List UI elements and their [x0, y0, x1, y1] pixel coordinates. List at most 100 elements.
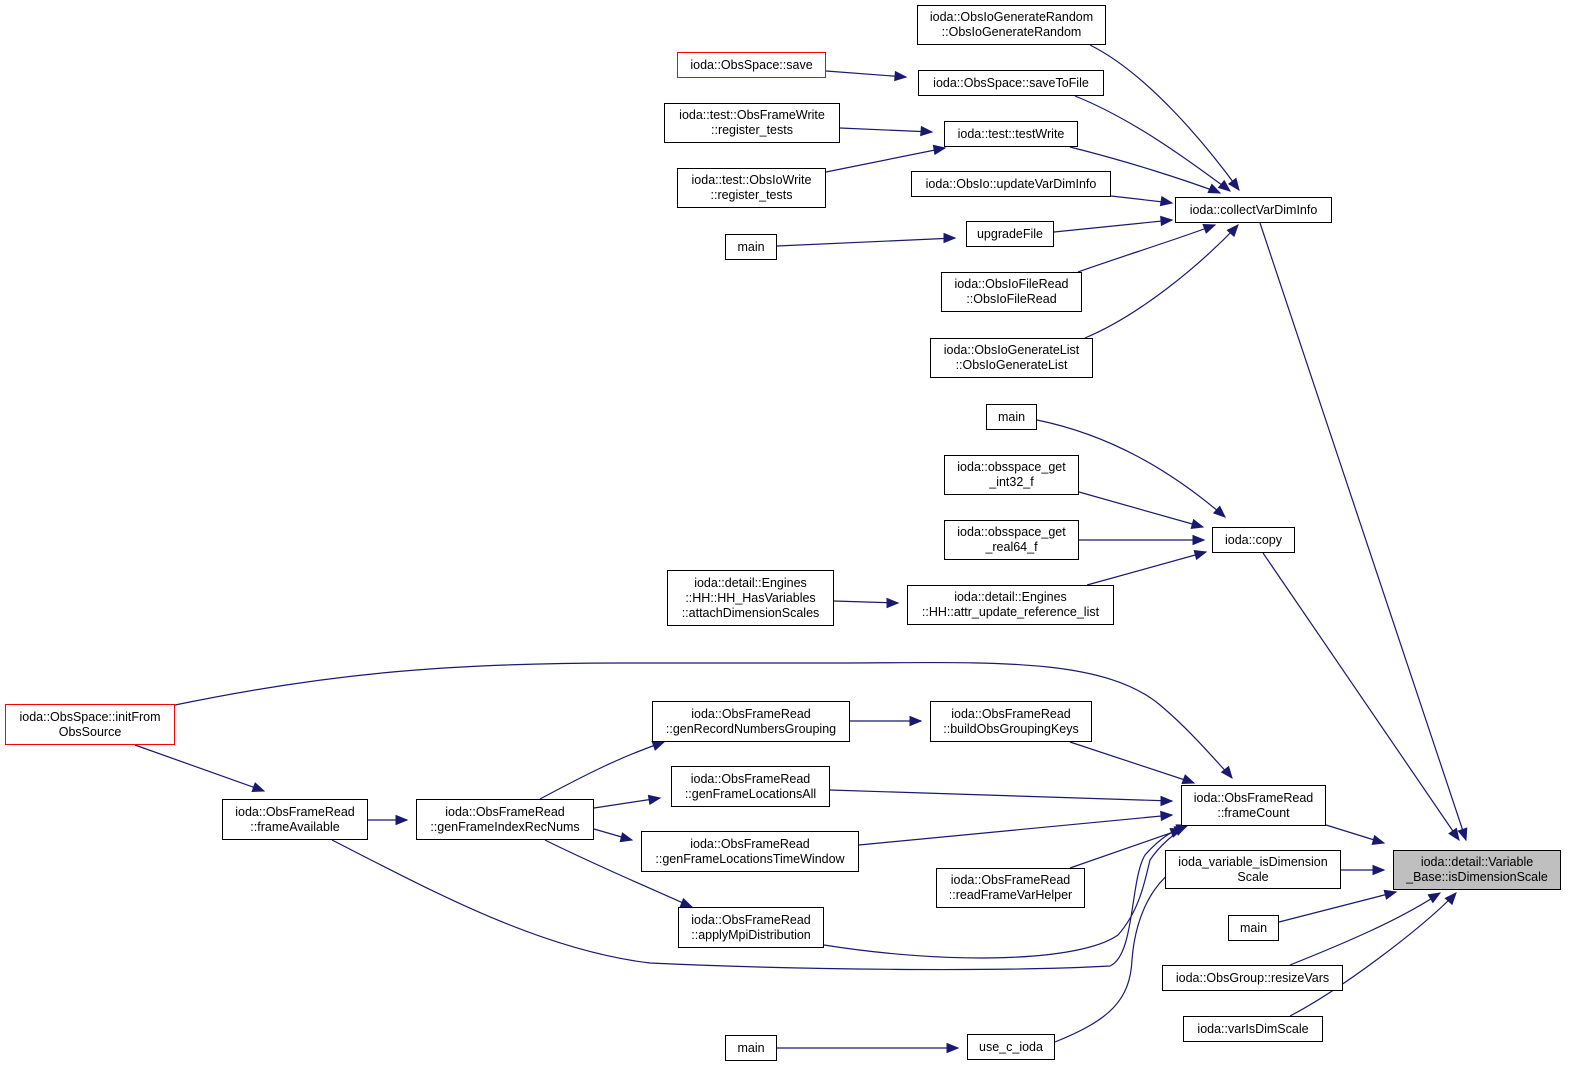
edge-genframeindexrecnums-to-genframelocationsall [593, 794, 662, 809]
node-savetofile[interactable]: ioda::ObsSpace::saveToFile [918, 70, 1104, 96]
edge-obsspace-get-int32-to-copy [1078, 491, 1205, 530]
node-use-c-ioda[interactable]: use_c_ioda [967, 1034, 1055, 1060]
edge-line [1262, 552, 1460, 841]
node-label-line: ::frameCount [1217, 805, 1290, 820]
node-label-line: ioda::copy [1225, 532, 1282, 547]
node-main-cioda[interactable]: main [725, 1035, 777, 1061]
edge-arrowhead-icon [1193, 549, 1208, 561]
node-label-line: ioda::ObsFrameRead [691, 706, 811, 721]
edge-arrowhead-icon [920, 125, 934, 137]
edge-savetofile-to-collectvardiminfo [1074, 95, 1232, 192]
node-obsspace-get-int32[interactable]: ioda::obsspace_get_int32_f [944, 455, 1079, 495]
node-varisdimscale[interactable]: ioda::varIsDimScale [1183, 1016, 1323, 1042]
edge-line [776, 237, 956, 247]
node-buildobsgroupingkeys[interactable]: ioda::ObsFrameRead::buildObsGroupingKeys [930, 701, 1092, 742]
node-upgradefile[interactable]: upgradeFile [966, 221, 1054, 247]
node-obsiogeneratelist[interactable]: ioda::ObsIoGenerateList::ObsIoGenerateLi… [930, 338, 1093, 378]
node-label-line: ioda::ObsIoGenerateRandom [929, 10, 1094, 24]
edge-obsframewrite-register-to-testwrite [839, 125, 934, 137]
node-obsspace-save[interactable]: ioda::ObsSpace::save [677, 52, 826, 78]
node-label-line: ::register_tests [711, 123, 793, 137]
node-attachdimensionscales[interactable]: ioda::detail::Engines::HH::HH_HasVariabl… [667, 570, 834, 626]
edge-obsiofileread-to-collectvardiminfo [1077, 224, 1217, 273]
node-obsiowrite-register[interactable]: ioda::test::ObsIoWrite::register_tests [677, 168, 826, 208]
node-main-upgrade[interactable]: main [725, 234, 777, 260]
node-frameavailable[interactable]: ioda::ObsFrameRead::frameAvailable [222, 799, 368, 840]
node-label-line: use_c_ioda [979, 1039, 1043, 1054]
edge-collectvardiminfo-to-isdimensionscale [1259, 222, 1468, 842]
edge-arrowhead-icon [1383, 889, 1398, 900]
node-obsiogeneraterandom[interactable]: ioda::ObsIoGenerateRandom::ObsIoGenerate… [917, 5, 1106, 45]
node-label-line: main [1239, 920, 1268, 935]
node-label-line: ioda::ObsIo::updateVarDimInfo [925, 176, 1097, 191]
edge-attr-update-reference-list-to-copy [1086, 549, 1208, 586]
node-obsiofileread[interactable]: ioda::ObsIoFileRead::ObsIoFileRead [941, 272, 1082, 312]
edge-obsspace-get-real64-to-copy [1079, 534, 1206, 546]
node-collectvardiminfo[interactable]: ioda::collectVarDimInfo [1175, 197, 1332, 223]
node-label-line: ioda_variable_isDimension [1178, 854, 1328, 869]
node-label-line: _real64_f [985, 540, 1038, 554]
node-label-line: ::genFrameLocationsAll [684, 786, 817, 801]
edge-frameavailable-to-genframeindexrecnums [368, 814, 409, 826]
node-copy[interactable]: ioda::copy [1212, 527, 1295, 553]
node-main-isdim[interactable]: main [1228, 915, 1279, 941]
edge-varisdimscale-to-isdimensionscale [1289, 892, 1457, 1017]
node-label-line: Scale [1237, 869, 1269, 884]
node-genframelocationsall[interactable]: ioda::ObsFrameRead::genFrameLocationsAll [671, 766, 830, 807]
node-label-line: ::frameAvailable [250, 819, 340, 834]
edge-copy-to-isdimensionscale [1262, 552, 1460, 842]
node-label-line: ioda::ObsFrameRead [691, 912, 811, 927]
node-applympidistribution[interactable]: ioda::ObsFrameRead::applyMpiDistribution [678, 907, 824, 948]
edge-arrowhead-icon [647, 794, 662, 806]
edge-line [1289, 892, 1441, 966]
edge-line [1054, 866, 1179, 1043]
edge-genrecordnumbersgrouping-to-buildobsgroupingkeys [850, 715, 923, 727]
node-updatevardiminfo[interactable]: ioda::ObsIo::updateVarDimInfo [911, 171, 1111, 197]
edge-line [134, 744, 265, 792]
node-label-line: ioda::test::testWrite [957, 126, 1065, 141]
edge-line [1036, 419, 1226, 518]
node-genframeindexrecnums[interactable]: ioda::ObsFrameRead::genFrameIndexRecNums [416, 799, 594, 840]
node-label-line: ::HH::HH_HasVariables [685, 590, 816, 605]
node-obsframewrite-register[interactable]: ioda::test::ObsFrameWrite::register_test… [664, 103, 840, 143]
node-label-line: ioda::ObsFrameRead [235, 804, 355, 819]
edge-line [1053, 219, 1173, 233]
node-label-line: ioda::test::ObsIoWrite [691, 173, 812, 187]
edge-arrowhead-icon [1371, 834, 1386, 846]
node-label-line: ::attachDimensionScales [681, 605, 820, 620]
node-label-line: main [737, 239, 765, 254]
node-attr-update-reference-list[interactable]: ioda::detail::Engines::HH::attr_update_r… [907, 585, 1114, 625]
edge-arrowhead-icon [395, 814, 409, 826]
edge-arrowhead-icon [1190, 518, 1205, 530]
node-label-line: ioda::collectVarDimInfo [1189, 202, 1318, 217]
edge-arrowhead-icon [1457, 827, 1468, 842]
edge-main-to-copy [1036, 419, 1226, 518]
edge-line [544, 839, 693, 908]
node-label-line: ObsSource [58, 724, 122, 739]
edge-genframeindexrecnums-to-genframelocationstimewindow [593, 828, 634, 843]
edge-arrowhead-icon [1212, 505, 1226, 518]
node-label-line: ::ObsIoGenerateList [955, 358, 1068, 372]
edge-arrowhead-icon [1227, 177, 1240, 192]
edge-arrowhead-icon [946, 1042, 960, 1054]
node-genframelocationstimewindow[interactable]: ioda::ObsFrameRead::genFrameLocationsTim… [641, 831, 859, 872]
node-label-line: ::register_tests [710, 188, 793, 202]
edge-arrowhead-icon [1444, 892, 1457, 906]
edge-line [825, 147, 946, 173]
edge-line [1289, 892, 1457, 1017]
node-readframevarhelper[interactable]: ioda::ObsFrameRead::readFrameVarHelper [936, 868, 1085, 908]
node-resizevars[interactable]: ioda::ObsGroup::resizeVars [1162, 965, 1343, 991]
node-testwrite[interactable]: ioda::test::testWrite [944, 121, 1078, 147]
node-obsspace-get-real64[interactable]: ioda::obsspace_get_real64_f [944, 520, 1079, 560]
edge-arrowhead-icon [1160, 810, 1174, 822]
node-main-copy[interactable]: main [986, 404, 1037, 430]
node-framecount[interactable]: ioda::ObsFrameRead::frameCount [1181, 785, 1326, 826]
edge-arrowhead-icon [619, 832, 634, 843]
node-label-line: ::ObsIoGenerateRandom [941, 25, 1082, 39]
edge-line [539, 741, 665, 800]
edge-arrowhead-icon [679, 897, 694, 908]
edge-line [858, 814, 1173, 846]
node-genrecordnumbersgrouping[interactable]: ioda::ObsFrameRead::genRecordNumbersGrou… [652, 701, 850, 742]
